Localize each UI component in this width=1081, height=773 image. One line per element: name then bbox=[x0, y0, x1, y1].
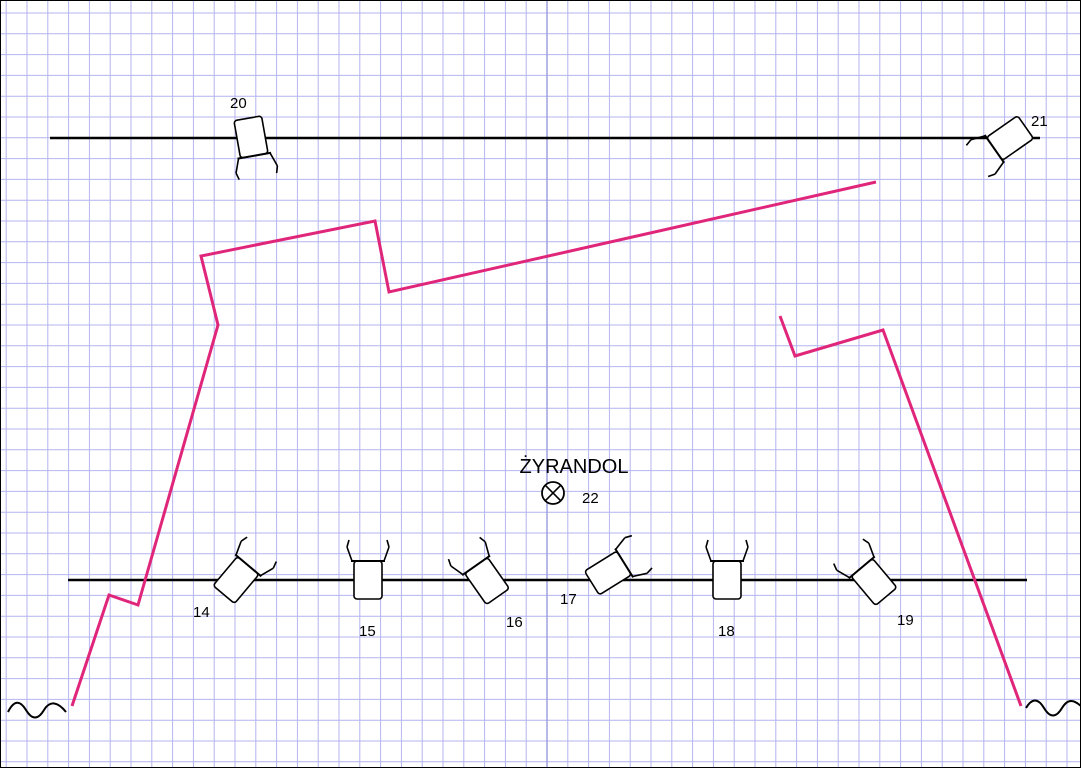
fixture-number: 18 bbox=[718, 623, 735, 640]
fixture-number: 19 bbox=[897, 612, 914, 629]
spotlight-icon[interactable] bbox=[705, 539, 749, 600]
spotlight-icon[interactable] bbox=[832, 538, 902, 610]
fixture-number: 16 bbox=[506, 614, 523, 631]
spotlight-icon[interactable] bbox=[346, 539, 390, 600]
spotlight-icon[interactable] bbox=[208, 536, 278, 608]
chandelier-label: ŻYRANDOL bbox=[520, 455, 629, 478]
fixture-number: 15 bbox=[359, 623, 376, 640]
break-line-right bbox=[1025, 699, 1081, 717]
break-line-left bbox=[7, 701, 67, 719]
spotlight-icon[interactable] bbox=[447, 536, 515, 608]
crossed-circle-lamp-icon[interactable] bbox=[541, 481, 565, 505]
set-outline-right bbox=[778, 315, 1023, 707]
spotlight-icon[interactable] bbox=[227, 115, 279, 181]
spotlight-icon[interactable] bbox=[965, 110, 1037, 178]
fixture-number: 14 bbox=[193, 604, 210, 621]
chandelier-number: 22 bbox=[582, 490, 599, 507]
set-outline-left bbox=[70, 180, 877, 707]
fixtures bbox=[208, 110, 1037, 610]
fixture-number: 17 bbox=[560, 591, 577, 608]
spotlight-icon[interactable] bbox=[581, 534, 653, 601]
fixture-number: 21 bbox=[1031, 113, 1048, 130]
fixture-number: 20 bbox=[230, 95, 247, 112]
